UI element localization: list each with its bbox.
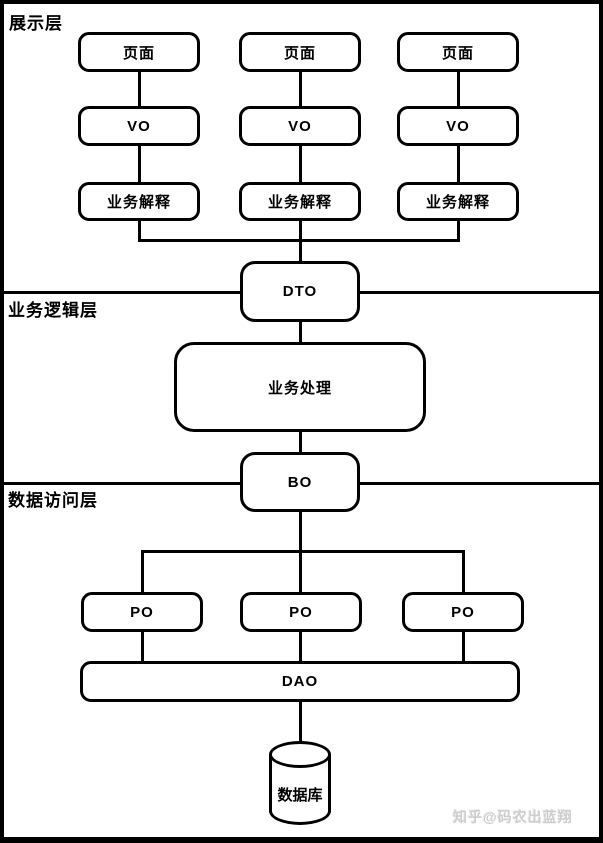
watermark-text: 知乎@码农出蓝翔	[453, 809, 573, 825]
connector-line	[141, 550, 144, 592]
node-page-1: 页面	[78, 32, 200, 72]
layer-label-business: 业务逻辑层	[8, 301, 98, 320]
node-po-3: PO	[402, 592, 524, 632]
connector-line	[299, 72, 302, 106]
connector-line	[462, 632, 465, 661]
node-vo-2: VO	[239, 106, 361, 146]
connector-line	[299, 322, 302, 342]
database-label: 数据库	[277, 787, 323, 804]
node-vo-3: VO	[397, 106, 519, 146]
layer-label-data-access: 数据访问层	[8, 491, 98, 510]
node-bo: BO	[240, 452, 360, 512]
node-dao: DAO	[80, 661, 520, 702]
connector-line	[138, 146, 141, 182]
connector-line	[299, 221, 302, 263]
node-vo-1: VO	[78, 106, 200, 146]
node-interpretation-3: 业务解释	[397, 182, 519, 221]
connector-line	[299, 146, 302, 182]
connector-line	[299, 432, 302, 452]
database-cylinder-body-icon	[269, 754, 331, 825]
connector-line	[299, 632, 302, 661]
connector-line	[462, 550, 465, 592]
connector-line	[138, 72, 141, 106]
node-po-2: PO	[240, 592, 362, 632]
layer-label-presentation: 展示层	[9, 14, 63, 33]
node-interpretation-1: 业务解释	[78, 182, 200, 221]
node-business-processing: 业务处理	[174, 342, 426, 432]
node-page-3: 页面	[397, 32, 519, 72]
connector-line	[457, 72, 460, 106]
connector-line	[138, 239, 460, 242]
connector-line	[138, 221, 141, 242]
node-interpretation-2: 业务解释	[239, 182, 361, 221]
node-dto: DTO	[240, 261, 360, 322]
connector-line	[299, 702, 302, 743]
connector-line	[141, 550, 465, 553]
node-po-1: PO	[81, 592, 203, 632]
node-page-2: 页面	[239, 32, 361, 72]
database-cylinder-top-icon	[269, 741, 331, 768]
node-database-cylinder: 数据库	[269, 741, 331, 825]
connector-line	[457, 221, 460, 242]
connector-line	[141, 632, 144, 661]
connector-line	[457, 146, 460, 182]
